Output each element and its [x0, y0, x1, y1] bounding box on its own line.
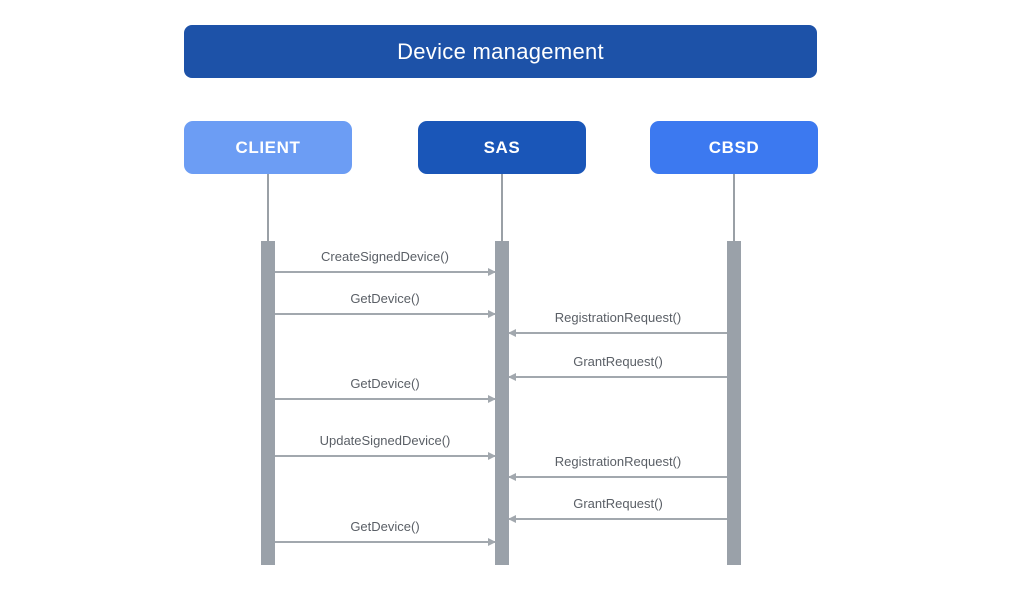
message-client-to-sas: GetDevice(): [275, 291, 496, 318]
arrowhead-icon: [488, 268, 496, 276]
message-label: GetDevice(): [350, 376, 420, 391]
message-arrow: [275, 268, 496, 276]
actor-label-client: CLIENT: [235, 137, 301, 157]
message-client-to-sas: UpdateSignedDevice(): [275, 433, 496, 460]
actor-label-sas: SAS: [483, 137, 521, 157]
message-label: GrantRequest(): [573, 496, 663, 511]
arrowhead-icon: [488, 395, 496, 403]
message-arrow: [508, 515, 727, 523]
message-label: RegistrationRequest(): [554, 454, 682, 469]
arrowhead-icon: [508, 329, 516, 337]
arrowhead-icon: [508, 515, 516, 523]
activation-bar-cbsd: [727, 241, 741, 565]
message-cbsd-to-sas: GrantRequest(): [508, 354, 727, 381]
message-client-to-sas: GetDevice(): [275, 376, 496, 403]
arrowhead-icon: [488, 538, 496, 546]
arrowhead-icon: [508, 373, 516, 381]
actor-box-cbsd: CBSD: [650, 121, 818, 174]
message-label: GetDevice(): [350, 291, 420, 306]
actor-box-client: CLIENT: [184, 121, 352, 174]
actor-box-sas: SAS: [418, 121, 586, 174]
lifeline-client: [267, 174, 269, 241]
message-label: RegistrationRequest(): [554, 310, 682, 325]
message-label: CreateSignedDevice(): [321, 249, 449, 264]
arrowhead-icon: [488, 310, 496, 318]
message-arrow: [508, 329, 727, 337]
message-client-to-sas: GetDevice(): [275, 519, 496, 546]
message-label: GrantRequest(): [573, 354, 663, 369]
lifeline-sas: [501, 174, 503, 241]
actor-label-cbsd: CBSD: [708, 137, 760, 157]
diagram-title-bar: Device management: [184, 25, 817, 78]
message-arrow: [275, 538, 496, 546]
message-label: UpdateSignedDevice(): [319, 433, 451, 448]
diagram-title: Device management: [397, 38, 604, 64]
message-cbsd-to-sas: RegistrationRequest(): [508, 454, 727, 481]
activation-bar-client: [261, 241, 275, 565]
activation-bar-sas: [495, 241, 509, 565]
lifeline-cbsd: [733, 174, 735, 241]
message-cbsd-to-sas: RegistrationRequest(): [508, 310, 727, 337]
message-label: GetDevice(): [350, 519, 420, 534]
message-client-to-sas: CreateSignedDevice(): [275, 249, 496, 276]
arrowhead-icon: [488, 452, 496, 460]
message-arrow: [275, 395, 496, 403]
message-arrow: [508, 373, 727, 381]
message-cbsd-to-sas: GrantRequest(): [508, 496, 727, 523]
message-arrow: [275, 452, 496, 460]
message-arrow: [275, 310, 496, 318]
arrowhead-icon: [508, 473, 516, 481]
message-arrow: [508, 473, 727, 481]
